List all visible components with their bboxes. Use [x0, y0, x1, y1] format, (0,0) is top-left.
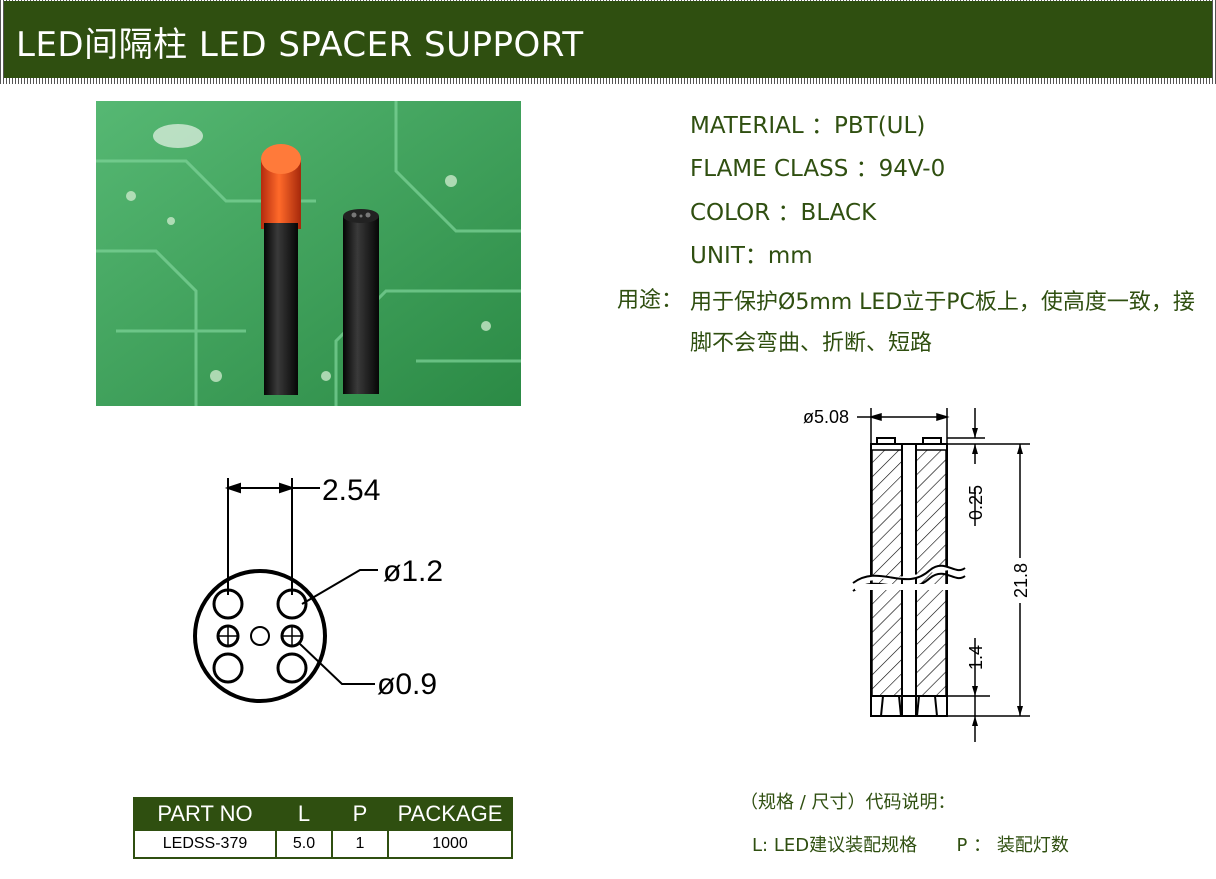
- cell-l: 5.0: [275, 829, 333, 859]
- spec-flame-class: FLAME CLASS ：94V-0: [690, 156, 946, 182]
- table-header-row: PART NO L P PACKAGE: [133, 797, 513, 831]
- product-photo: [96, 101, 521, 406]
- spec-material: MATERIAL ：PBT(UL): [690, 113, 926, 139]
- length-dimension: 21.8: [1011, 563, 1031, 598]
- header: LED间隔柱 LED SPACER SUPPORT: [0, 0, 1216, 84]
- legend-codes: L: LED建议装配规格 P ： 装配灯数: [752, 831, 1069, 857]
- pitch-dimension: 2.54: [322, 474, 380, 507]
- spec-color: COLOR ：BLACK: [690, 200, 877, 226]
- usage-text: 用于保护Ø5mm LED立于PC板上，使高度一致，接脚不会弯曲、折断、短路: [690, 290, 1195, 356]
- part-table: PART NO L P PACKAGE LEDSS-379 5.0 1 1000: [133, 797, 513, 859]
- usage-label: 用途：: [617, 288, 684, 313]
- header-bar: LED间隔柱 LED SPACER SUPPORT: [4, 1, 1212, 78]
- diameter-dimension: ø5.08: [803, 407, 849, 427]
- cell-p: 1: [331, 829, 389, 859]
- legend-p: P ： 装配灯数: [956, 835, 1069, 856]
- header-l: L: [275, 797, 333, 831]
- header-p: P: [331, 797, 389, 831]
- top-gap-dimension: 0.25: [966, 485, 986, 520]
- table-row: LEDSS-379 5.0 1 1000: [133, 829, 513, 859]
- bottom-step-dimension: 1.4: [966, 645, 986, 670]
- header-part-no: PART NO: [133, 797, 277, 831]
- side-view-drawing: ø5.08: [803, 407, 1031, 742]
- page-title: LED间隔柱 LED SPACER SUPPORT: [16, 25, 584, 65]
- cell-part-no: LEDSS-379: [133, 829, 277, 859]
- cell-package: 1000: [387, 829, 513, 859]
- header-package: PACKAGE: [387, 797, 513, 831]
- legend-l: L: LED建议装配规格: [752, 835, 918, 856]
- small-hole-dimension: ø0.9: [377, 668, 437, 701]
- top-view-drawing: 2.54 ø1.2 ø0.9: [193, 474, 443, 703]
- large-hole-dimension: ø1.2: [383, 555, 443, 588]
- spec-unit: UNIT：mm: [690, 243, 813, 269]
- legend-title: （规格 / 尺寸）代码说明：: [740, 792, 956, 813]
